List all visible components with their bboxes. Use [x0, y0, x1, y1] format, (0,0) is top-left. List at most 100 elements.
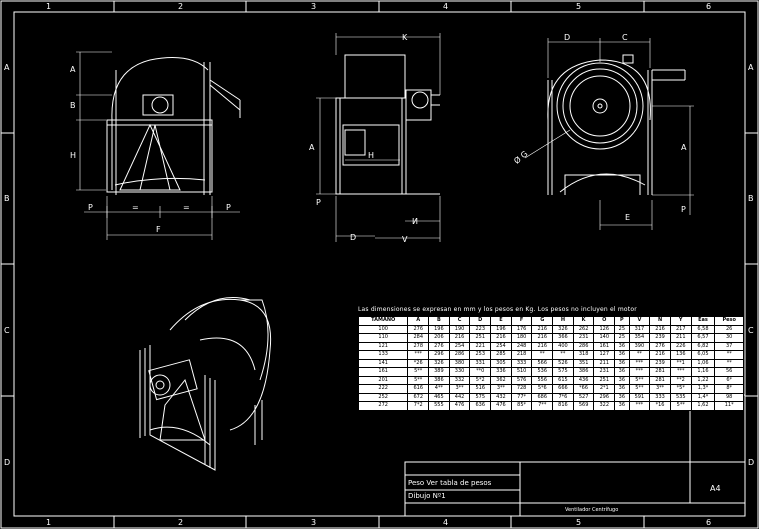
table-cell: 5*6	[531, 384, 554, 394]
table-cell: 223	[469, 324, 492, 334]
table-cell: 333	[510, 358, 533, 368]
table-cell: 226	[669, 341, 692, 351]
table-cell: 121	[357, 341, 409, 351]
table-cell: 6*	[714, 375, 744, 385]
title-block-weight: Peso Ver tabla de pesos	[408, 479, 492, 487]
table-cell: 216	[531, 324, 554, 334]
table-cell: 276	[428, 341, 450, 351]
table-cell: 636	[469, 401, 492, 411]
col-label-5-top: 5	[576, 2, 581, 11]
rear-view-dims	[524, 38, 694, 230]
table-cell: 442	[448, 392, 471, 402]
table-cell: 336	[490, 367, 512, 377]
table-cell: 36	[614, 350, 630, 360]
table-cell: *16	[649, 401, 671, 411]
table-cell: ***	[407, 350, 430, 360]
side-dim-p: P	[316, 198, 321, 207]
col-label-1-bottom: 1	[46, 518, 51, 527]
side-view	[335, 54, 440, 195]
table-cell: 276	[649, 341, 671, 351]
table-cell: 196	[490, 324, 512, 334]
table-cell: 231	[593, 367, 616, 377]
table-cell: 216	[448, 333, 471, 343]
table-cell: 465	[428, 392, 450, 402]
table-cell: 535	[669, 392, 692, 402]
table-cell: 37	[714, 341, 744, 351]
table-cell: ***	[628, 401, 651, 411]
table-cell: 36	[614, 358, 630, 368]
table-cell: 510	[510, 367, 533, 377]
table-header-cell: C	[448, 316, 471, 326]
table-cell: 536	[531, 367, 554, 377]
table-cell: 216	[490, 333, 512, 343]
table-cell: 281	[649, 375, 671, 385]
table-cell: 366	[552, 333, 574, 343]
row-label-b-left: B	[4, 194, 10, 203]
table-cell: 36	[614, 401, 630, 411]
table-cell: 326	[552, 324, 574, 334]
table-cell: 216	[531, 341, 554, 351]
table-cell: 322	[593, 401, 616, 411]
table-cell: 216	[649, 324, 671, 334]
table-cell: 216	[649, 350, 671, 360]
table-cell: 1,22	[690, 375, 716, 385]
table-cell: 326	[428, 358, 450, 368]
table-cell: 161	[357, 367, 409, 377]
table-cell: 284	[407, 333, 430, 343]
table-cell: 251	[593, 375, 616, 385]
front-dim-b: B	[70, 101, 76, 110]
col-label-1-top: 1	[46, 2, 51, 11]
title-block	[404, 394, 746, 517]
table-header-cell: Y	[669, 316, 692, 326]
table-cell: 2*1	[593, 384, 616, 394]
table-cell: 318	[572, 350, 595, 360]
table-header-cell: K	[572, 316, 595, 326]
col-label-2-top: 2	[178, 2, 183, 11]
table-header-cell: D	[469, 316, 492, 326]
isometric-view	[139, 297, 272, 471]
table-cell: 272	[357, 401, 409, 411]
table-cell: 239	[649, 333, 671, 343]
col-label-2-bottom: 2	[178, 518, 183, 527]
table-cell: 77*	[510, 392, 533, 402]
table-cell: 362	[490, 375, 512, 385]
table-cell: 333	[649, 392, 671, 402]
table-header-cell: TAMAÑO	[357, 316, 409, 326]
table-cell: 5**	[669, 401, 692, 411]
table-cell: 221	[469, 341, 492, 351]
table-cell: 5**	[407, 375, 430, 385]
table-cell: 389	[428, 367, 450, 377]
table-cell: 98	[714, 392, 744, 402]
table-cell: 140	[593, 333, 616, 343]
table-cell: 576	[510, 375, 533, 385]
border-labels: 1 2 3 4 5 6 1 2 3 4 5 6 A B C D A B C D	[4, 2, 754, 527]
table-cell: 11*	[714, 401, 744, 411]
table-cell: 26	[714, 324, 744, 334]
table-cell: 400	[552, 341, 574, 351]
table-cell: 262	[572, 324, 595, 334]
row-label-d-right: D	[748, 458, 754, 467]
table-cell: 127	[593, 350, 616, 360]
table-cell: 305	[490, 358, 512, 368]
table-cell: **	[628, 350, 651, 360]
rear-dim-e: E	[625, 213, 630, 222]
table-cell: 616	[407, 384, 430, 394]
table-cell: 252	[357, 392, 409, 402]
table-cell: 285	[490, 350, 512, 360]
table-cell: 36	[614, 384, 630, 394]
row-label-c-right: C	[748, 326, 754, 335]
table-cell: 133	[357, 350, 409, 360]
table-cell: 222	[357, 384, 409, 394]
rear-dim-d: D	[564, 33, 570, 42]
table-header-cell: G	[531, 316, 554, 326]
table-header-cell: N	[649, 316, 671, 326]
table-cell: 3**	[448, 384, 471, 394]
table-cell: *5*	[669, 384, 692, 394]
table-header-cell: Eas	[690, 316, 716, 326]
table-cell: 126	[593, 324, 616, 334]
table-cell: 296	[593, 392, 616, 402]
side-view-dims	[316, 33, 441, 242]
